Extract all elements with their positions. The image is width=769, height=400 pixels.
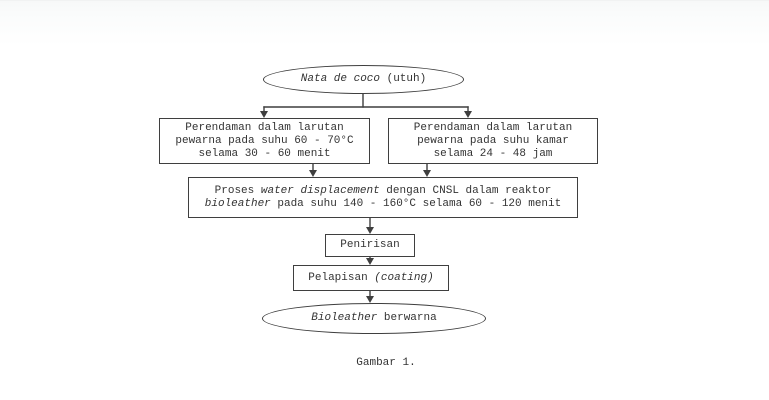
connector-coating-to-end bbox=[366, 291, 374, 303]
label-segment: Proses bbox=[214, 184, 261, 197]
label-segment: pada suhu 140 - 160°C selama 60 - 120 me… bbox=[270, 197, 562, 210]
arrowhead-icon bbox=[464, 111, 472, 118]
label-line: pewarna pada suhu 60 - 70°C bbox=[175, 135, 353, 148]
label-line: selama 30 - 60 menit bbox=[198, 148, 330, 161]
label-line: pewarna pada suhu kamar bbox=[417, 135, 569, 148]
label-segment: Perendaman dalam larutan bbox=[413, 121, 573, 134]
node-water-displacement: Proses water displacement dengan CNSL da… bbox=[188, 177, 578, 218]
label-segment: Penirisan bbox=[340, 239, 400, 251]
label-line: Bioleather berwarna bbox=[311, 312, 436, 325]
label-segment: pewarna pada suhu 60 - 70°C bbox=[175, 134, 354, 147]
label-segment: Perendaman dalam larutan bbox=[185, 121, 344, 134]
node-end-bioleather: Bioleather berwarna bbox=[262, 303, 486, 334]
connector-draining-to-coating bbox=[366, 257, 374, 265]
figure-caption: Gambar 1. bbox=[356, 357, 416, 369]
label-segment: pewarna pada suhu kamar bbox=[417, 134, 569, 147]
label-segment: Bioleather bbox=[311, 312, 378, 324]
label-segment: dengan CNSL dalam reaktor bbox=[379, 184, 552, 197]
label-segment: selama 24 - 48 jam bbox=[433, 147, 553, 160]
connector-start-branch bbox=[260, 93, 472, 118]
label-line: Nata de coco (utuh) bbox=[301, 73, 426, 86]
arrowhead-icon bbox=[366, 258, 374, 265]
arrowhead-icon bbox=[309, 170, 317, 177]
label-segment: water displacement bbox=[260, 184, 380, 197]
label-line: Proses water displacement dengan CNSL da… bbox=[215, 185, 552, 198]
label-line: Perendaman dalam larutan bbox=[414, 122, 572, 135]
label-segment: Pelapisan bbox=[308, 271, 375, 284]
label-segment: Nata de coco bbox=[300, 73, 380, 85]
page-top-shade bbox=[0, 0, 769, 47]
arrowhead-icon bbox=[366, 296, 374, 303]
node-start-nata-de-coco: Nata de coco (utuh) bbox=[263, 65, 464, 94]
label-segment: (coating) bbox=[374, 271, 434, 284]
label-line: selama 24 - 48 jam bbox=[434, 148, 553, 161]
label-segment: (utuh) bbox=[380, 73, 427, 85]
label-segment: bioleather bbox=[204, 197, 271, 210]
label-line: bioleather pada suhu 140 - 160°C selama … bbox=[205, 198, 561, 211]
label-segment: selama 30 - 60 menit bbox=[198, 147, 331, 160]
label-line: Pelapisan (coating) bbox=[308, 272, 433, 285]
connector-soak-to-reactor bbox=[309, 164, 431, 177]
label-segment: berwarna bbox=[377, 312, 437, 324]
arrowhead-icon bbox=[260, 111, 268, 118]
arrowhead-icon bbox=[366, 227, 374, 234]
node-coating: Pelapisan (coating) bbox=[293, 265, 449, 291]
arrowhead-icon bbox=[423, 170, 431, 177]
label-line: Penirisan bbox=[340, 239, 399, 252]
node-draining: Penirisan bbox=[325, 234, 415, 257]
connector-reactor-to-draining bbox=[366, 218, 374, 234]
label-line: Perendaman dalam larutan bbox=[185, 122, 343, 135]
